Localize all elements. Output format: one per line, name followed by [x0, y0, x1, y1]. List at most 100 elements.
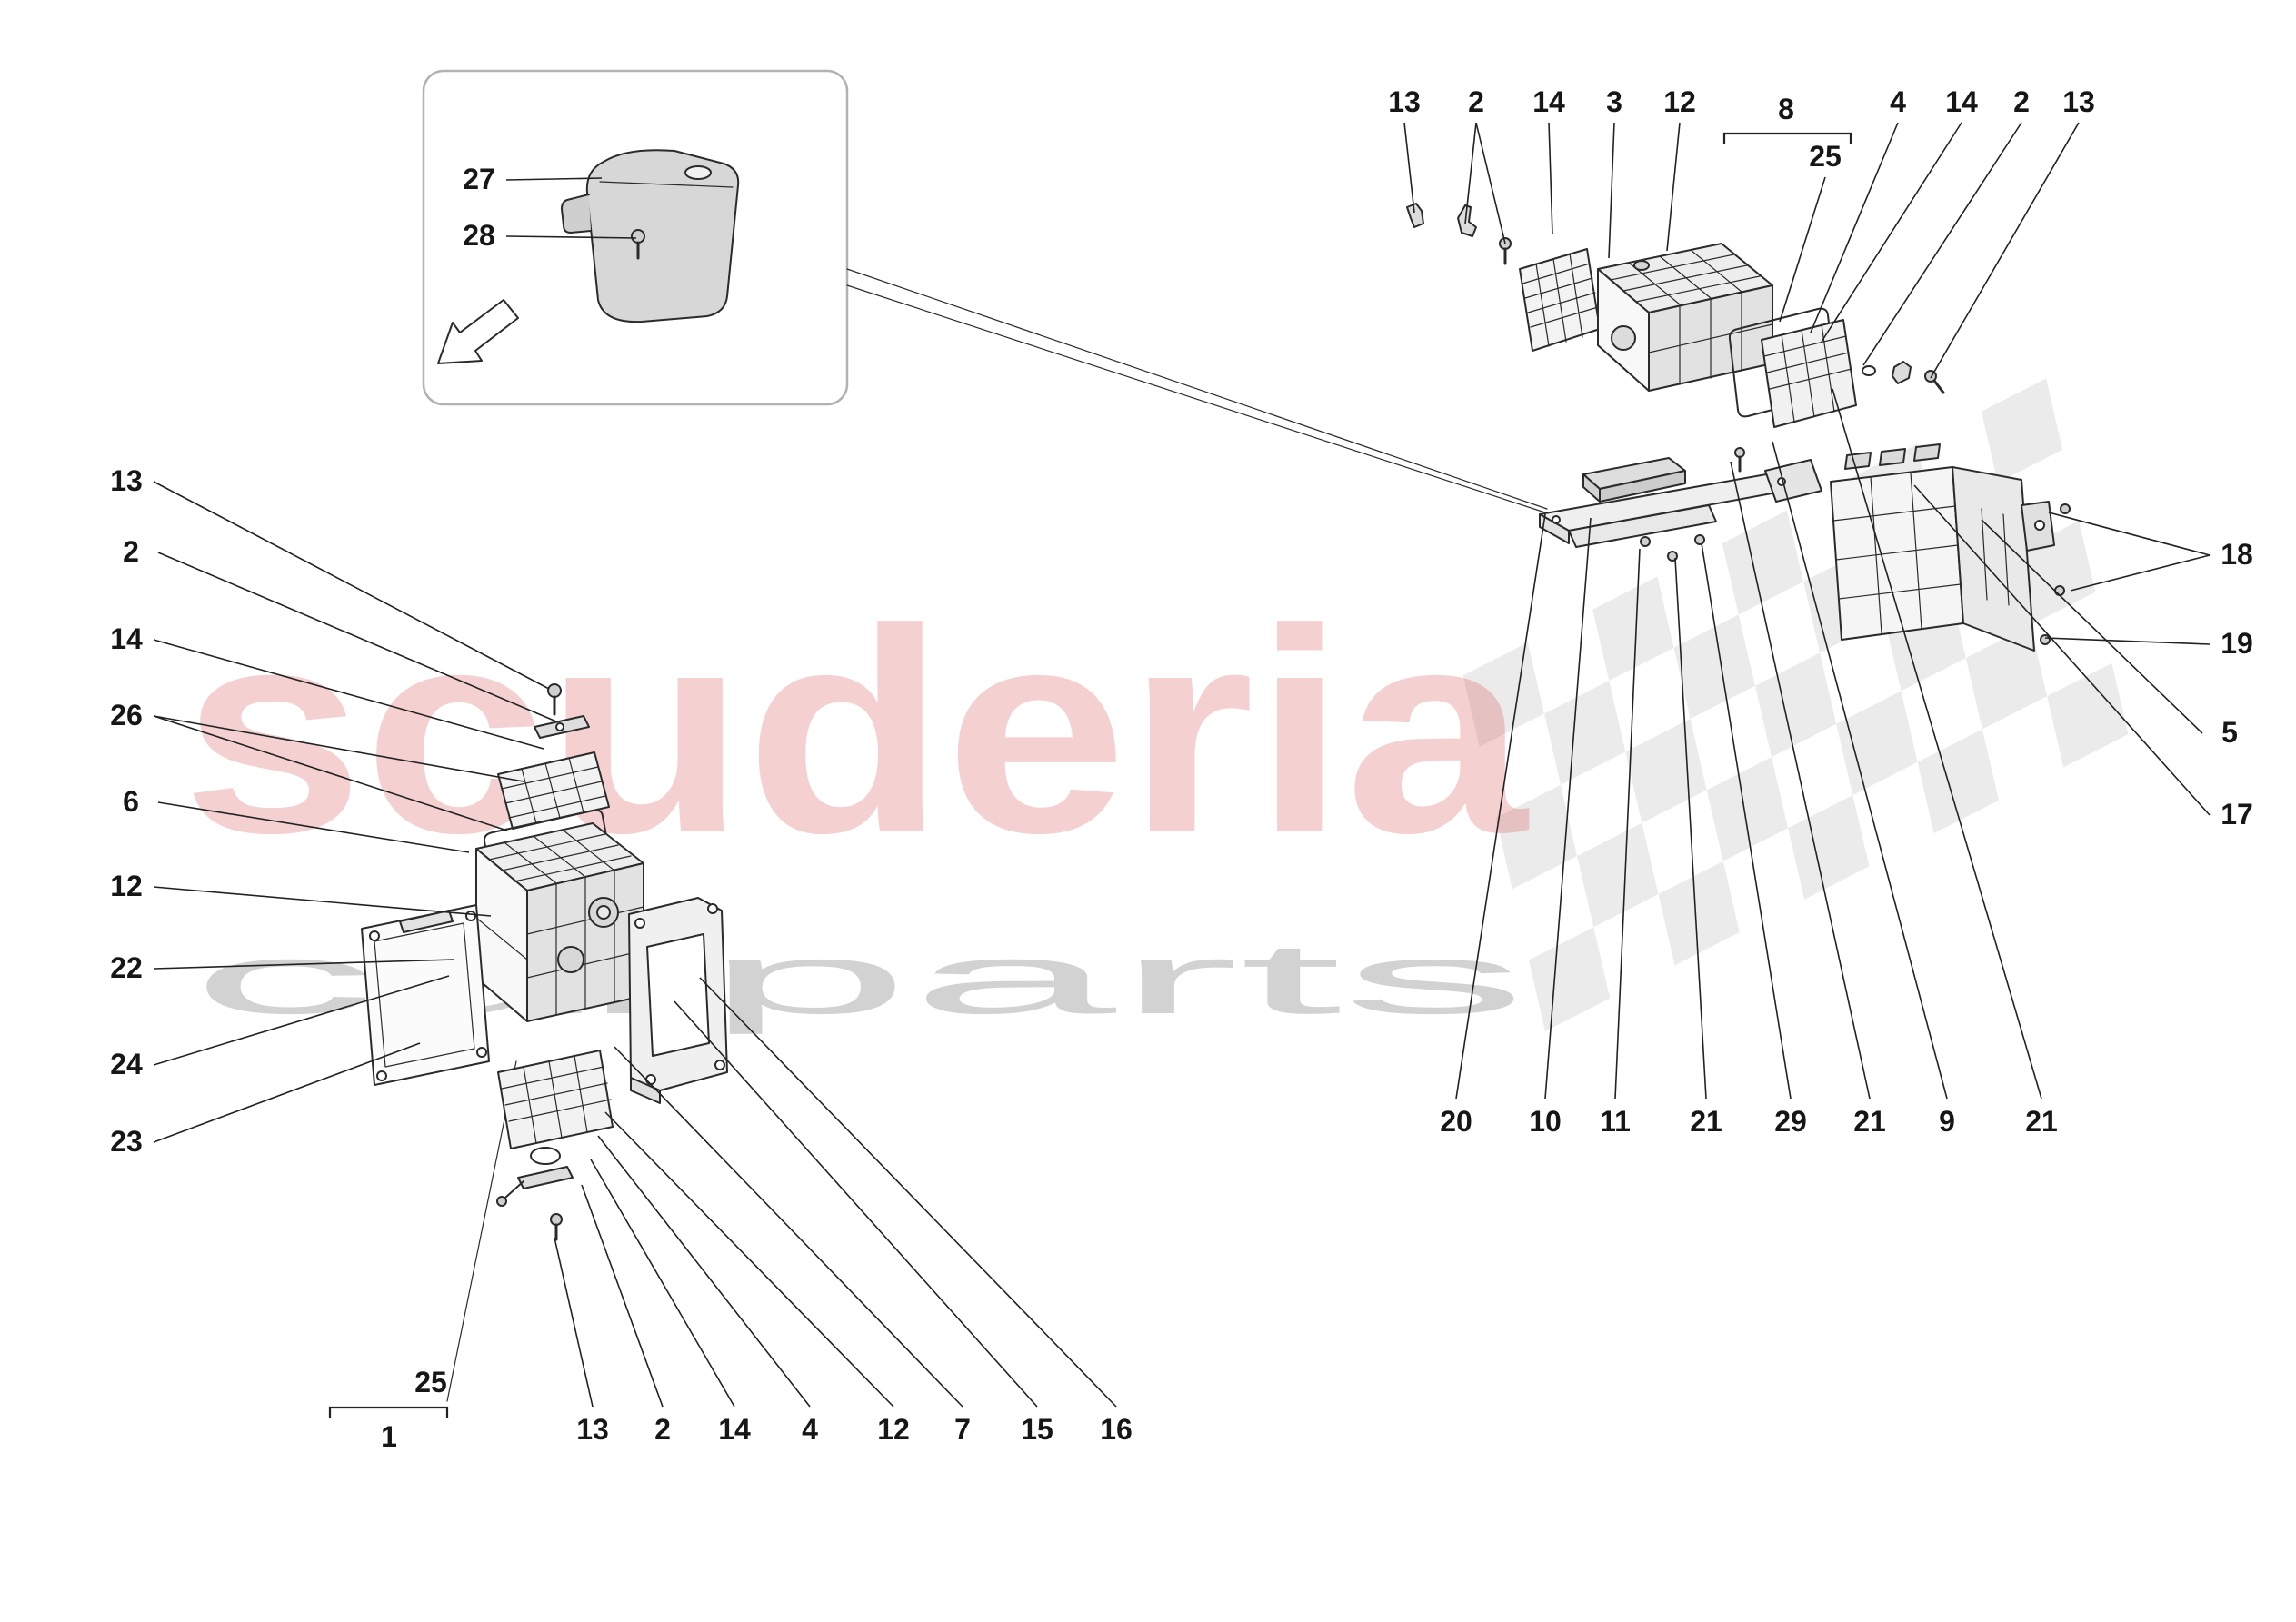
leader-line [1666, 122, 1681, 252]
leader-line [1832, 388, 2042, 1100]
callout-1: 1 [381, 1420, 397, 1453]
callout-14: 14 [1532, 85, 1565, 118]
leader-line [1608, 122, 1615, 259]
callout-14: 14 [718, 1413, 751, 1446]
direction-arrow-icon [437, 299, 519, 364]
leader-line [153, 1042, 421, 1143]
leader-line [157, 552, 557, 722]
leader-line [604, 1111, 894, 1408]
leader-line [157, 801, 470, 853]
callout-2: 2 [123, 535, 139, 568]
leader-line [153, 481, 550, 690]
callout-13: 13 [576, 1413, 609, 1446]
group-reference-line [446, 1060, 517, 1402]
callout-15: 15 [1021, 1413, 1053, 1446]
leader-line [2044, 637, 2211, 645]
leader-line [1913, 484, 2211, 816]
callout-14: 14 [110, 622, 143, 655]
callout-2: 2 [654, 1413, 671, 1446]
callout-21: 21 [1690, 1105, 1722, 1138]
callout-20: 20 [1440, 1105, 1472, 1138]
leader-line [1475, 122, 1506, 244]
leader-line [1674, 557, 1707, 1100]
leader-line [153, 959, 455, 970]
leader-line [153, 639, 544, 750]
callout-13: 13 [110, 464, 143, 497]
leader-line [505, 177, 603, 181]
leader-line [1779, 176, 1826, 323]
callout-12: 12 [877, 1413, 910, 1446]
leader-line [2070, 554, 2211, 592]
diagram-line-art [361, 69, 2071, 1402]
leader-line [1810, 122, 1899, 333]
callout-27: 27 [463, 163, 495, 195]
callout-22: 22 [110, 951, 143, 984]
callout-13: 13 [1388, 85, 1421, 118]
leader-line [1455, 513, 1546, 1100]
callout-19: 19 [2221, 627, 2253, 660]
callout-24: 24 [110, 1048, 143, 1080]
callout-5: 5 [2221, 716, 2238, 749]
callout-16: 16 [1100, 1413, 1133, 1446]
callout-26: 26 [110, 699, 143, 731]
leader-line [1730, 461, 1871, 1100]
callout-14: 14 [1945, 85, 1978, 118]
leader-line [1772, 441, 1948, 1100]
leader-line [153, 886, 492, 917]
callout-4: 4 [802, 1413, 818, 1446]
callout-10: 10 [1529, 1105, 1562, 1138]
callout-3: 3 [1606, 85, 1622, 118]
callout-21: 21 [1853, 1105, 1886, 1138]
group-bracket [328, 1406, 449, 1418]
leader-line [1614, 548, 1641, 1100]
leader-line [505, 235, 637, 239]
leader-line [590, 1159, 735, 1408]
ecu-module-drawing [1830, 443, 2071, 652]
callout-25: 25 [414, 1366, 447, 1398]
callout-6: 6 [123, 785, 139, 818]
callout-4: 4 [1890, 85, 1906, 118]
leader-line [1862, 122, 2022, 366]
leader-line [1930, 122, 2080, 379]
callout-8: 8 [1778, 93, 1794, 125]
inset-reference-lines [846, 268, 1552, 515]
mounting-bracket-assembly-drawing [1539, 447, 1822, 562]
leader-line [153, 975, 450, 1066]
leader-line [1544, 517, 1592, 1100]
callout-28: 28 [463, 219, 495, 252]
callout-13: 13 [2062, 85, 2095, 118]
callout-29: 29 [1774, 1105, 1807, 1138]
leader-line [581, 1184, 664, 1408]
rear-inverter-assembly-drawing [1406, 203, 1945, 428]
callout-17: 17 [2221, 798, 2253, 831]
leader-line [153, 715, 524, 782]
callout-23: 23 [110, 1125, 143, 1158]
callout-25: 25 [1809, 140, 1842, 173]
callout-12: 12 [110, 870, 143, 902]
leader-line [1701, 542, 1792, 1100]
group-bracket [1722, 132, 1852, 144]
leader-line [153, 715, 508, 831]
watermark-brand-text: scuderia [182, 568, 1529, 893]
leader-line [597, 1135, 811, 1408]
leader-line [2048, 512, 2211, 556]
leader-line [1821, 122, 1962, 343]
callout-21: 21 [2025, 1105, 2058, 1138]
leader-line [1464, 122, 1477, 224]
callout-12: 12 [1663, 85, 1696, 118]
part-27-cover-drawing [561, 149, 740, 323]
leader-line [674, 1000, 1038, 1408]
callout-2: 2 [2013, 85, 2030, 118]
leader-line [614, 1046, 963, 1408]
callout-7: 7 [954, 1413, 971, 1446]
callout-11: 11 [1600, 1105, 1631, 1138]
front-inverter-assembly-drawing [361, 683, 728, 1241]
callout-9: 9 [1939, 1105, 1955, 1138]
callout-18: 18 [2221, 538, 2253, 571]
watermark-layer: scuderia carparts [182, 378, 2129, 1035]
callout-2: 2 [1468, 85, 1484, 118]
leader-line [1981, 519, 2203, 734]
